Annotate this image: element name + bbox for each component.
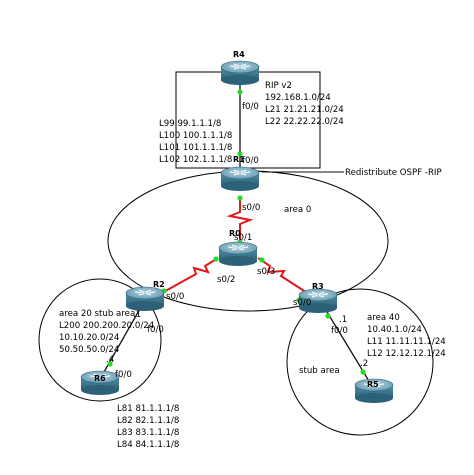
r1-loopback-4: L102 102.1.1.1/8 <box>159 155 232 165</box>
link-r2-r6 <box>103 299 146 373</box>
iface-r1-s00: s0/0 <box>242 203 260 213</box>
r6-loopback-3: L83 83.1.1.1/8 <box>117 428 179 438</box>
router-r4-label: R4 <box>233 50 245 59</box>
area40-net-1: 10.40.1.0/24 <box>367 325 422 335</box>
area40-title: area 40 <box>367 313 400 323</box>
router-r1-label: R1 <box>233 155 245 164</box>
iface-r1-f00: f0/0 <box>242 156 259 166</box>
redistribute-label: Redistribute OSPF -RIP <box>345 168 442 178</box>
router-r4[interactable]: R4 <box>220 50 260 86</box>
port-dot-r1-s00 <box>237 195 243 201</box>
port-dot-r1-f00 <box>237 151 243 157</box>
iface-r3-s00: s0/0 <box>293 298 311 308</box>
router-r1[interactable]: R1 <box>220 155 260 192</box>
link-r1-r0 <box>226 198 254 244</box>
router-r6-label: R6 <box>94 374 106 383</box>
area0-label: area 0 <box>284 205 311 215</box>
router-r0-label: R0 <box>229 229 241 238</box>
area40-stub-label: stub area <box>299 366 340 376</box>
area20-title: area 20 stub area <box>59 309 135 319</box>
r6-loopback-4: L84 84.1.1.1/8 <box>117 440 179 450</box>
router-r3[interactable]: R3 <box>298 282 338 314</box>
r1-loopback-2: L100 100.1.1.1/8 <box>159 131 232 141</box>
rip-title: RIP v2 <box>265 81 292 91</box>
router-r6[interactable]: R6 <box>80 370 120 396</box>
router-r0[interactable]: R0 <box>218 229 258 267</box>
iface-r0-s02: s0/2 <box>217 275 235 285</box>
area20-net-2: 10.10.20.0/24 <box>59 333 119 343</box>
iface-r6-dot: .4 <box>106 355 114 365</box>
r6-loopback-1: L81 81.1.1.1/8 <box>117 404 179 414</box>
iface-r4-f00: f0/0 <box>242 102 259 112</box>
port-dot-r4-f00 <box>237 89 243 95</box>
iface-r2-dot: .1 <box>133 310 141 320</box>
iface-r0-s03: s0/3 <box>257 267 275 277</box>
iface-r0-s01: s0/1 <box>234 233 252 243</box>
link-r0-r2 <box>159 257 219 295</box>
router-r2-label: R2 <box>153 280 165 289</box>
area20-boundary <box>38 278 162 402</box>
area20-net-1: L200 200.200.20.0/24 <box>59 321 154 331</box>
iface-r5-dot: .2 <box>360 359 368 369</box>
port-dot-r0-s02 <box>213 256 219 262</box>
port-dot-r3-f00 <box>325 313 331 319</box>
iface-r2-f00: f0/0 <box>147 325 164 335</box>
router-r5[interactable]: R5 <box>354 378 394 404</box>
area40-net-2: L11 11.11.11.1/24 <box>367 337 446 347</box>
iface-r3-f00: f0/0 <box>331 326 348 336</box>
area40-net-3: L12 12.12.12.1/24 <box>367 349 446 359</box>
router-r3-label: R3 <box>312 282 324 291</box>
r6-loopback-2: L82 82.1.1.1/8 <box>117 416 179 426</box>
r1-loopback-3: L101 101.1.1.1/8 <box>159 143 232 153</box>
iface-r6-f00: f0/0 <box>115 370 132 380</box>
port-dot-r5 <box>360 369 366 375</box>
rip-net-3: L22 22.22.22.0/24 <box>265 117 344 127</box>
router-r5-label: R5 <box>367 380 379 389</box>
area40-boundary <box>286 288 434 436</box>
iface-r2-s00: s0/0 <box>166 292 184 302</box>
area20-net-3: 50.50.50.0/24 <box>59 345 119 355</box>
iface-r3-dot: .1 <box>339 315 347 325</box>
r1-loopback-1: L99 99.1.1.1/8 <box>159 119 221 129</box>
router-r2[interactable]: R2 <box>125 280 165 312</box>
rip-net-1: 192.168.1.0/24 <box>265 93 331 103</box>
rip-net-2: L21 21.21.21.0/24 <box>265 105 344 115</box>
link-r0-r3 <box>257 257 313 297</box>
port-dot-r0-s03 <box>259 257 265 263</box>
port-dot-r6-f00 <box>107 361 113 367</box>
